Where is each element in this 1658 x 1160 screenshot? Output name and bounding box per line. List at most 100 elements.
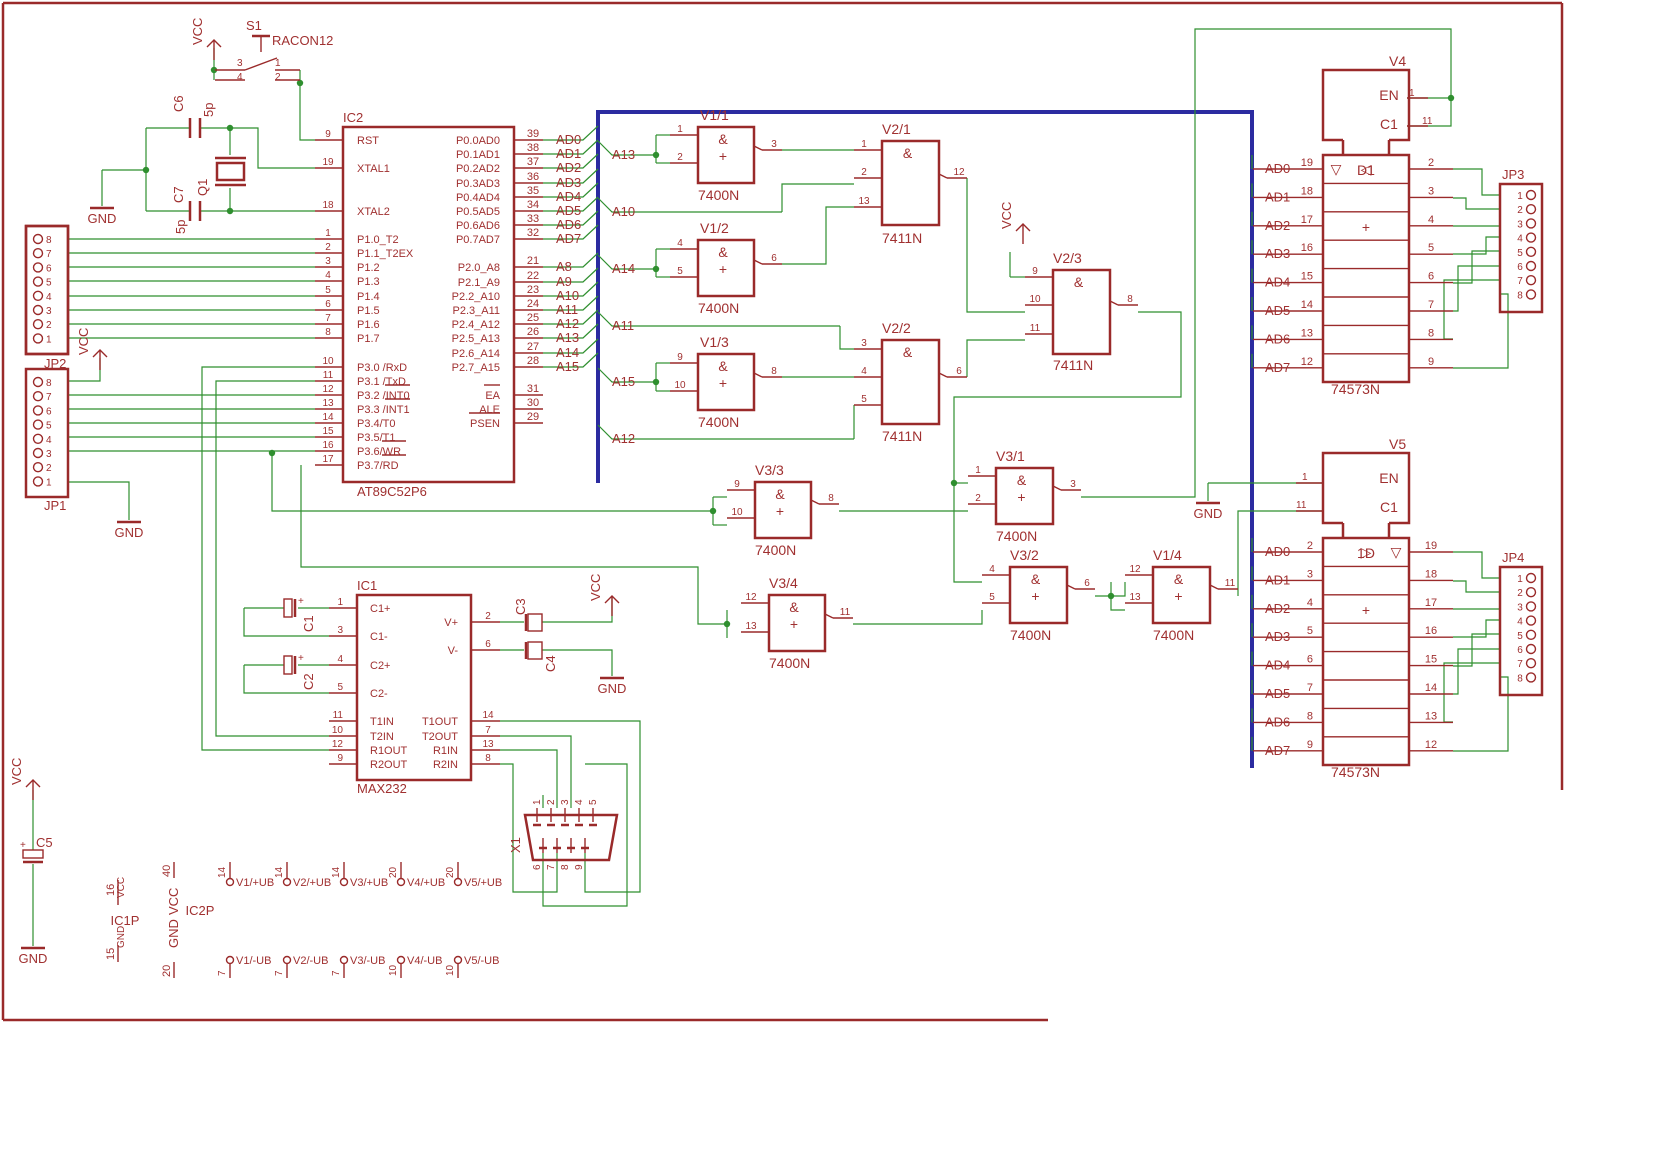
q1-body — [215, 161, 246, 182]
c1-body — [283, 598, 293, 618]
ic2-pin-label: P3.4/T0 — [357, 418, 396, 430]
v4-c1-pin-number: 11 — [1422, 116, 1433, 127]
wire — [543, 309, 599, 325]
ic2-pin-number: 38 — [527, 142, 539, 154]
jp4-pin — [1525, 672, 1537, 683]
bus-net-label: A10 — [612, 204, 635, 219]
s1-blade — [244, 57, 278, 71]
wire — [543, 281, 599, 297]
ic2-pin-label: P1.7 — [357, 333, 380, 345]
latch-v4-out-number: 7 — [1428, 299, 1434, 311]
jp2-pin — [32, 447, 44, 459]
gate-v2-3-in-number: 9 — [1032, 266, 1038, 277]
c7-name: C7 — [171, 186, 186, 203]
junction — [723, 620, 731, 628]
wire — [1081, 28, 1452, 498]
gate-v1-1-out-number: 3 — [771, 139, 777, 150]
latch-v5-in-net: AD0 — [1265, 544, 1290, 559]
ic2-net-label: AD4 — [556, 189, 581, 204]
supply-minus-pin: 10 — [445, 964, 456, 976]
wire — [597, 311, 840, 327]
wire — [271, 453, 713, 512]
gate-v1-1-in-number: 2 — [677, 152, 683, 163]
ic2-pin-label: P2.0_A8 — [458, 262, 500, 274]
latch-v5-in-net: AD5 — [1265, 686, 1290, 701]
ic2-net-label: AD3 — [556, 175, 581, 190]
ic2-pin-number: 18 — [322, 200, 334, 211]
ic2-pin-label: P3.2 /INT0 — [357, 390, 410, 402]
ic2-net-label: AD7 — [556, 231, 581, 246]
latch-v5-name: V5 — [1389, 436, 1406, 452]
wire — [1453, 168, 1500, 196]
ic2-pin-label: P0.1AD1 — [456, 149, 500, 161]
ic2p-pin: 20 — [161, 965, 173, 977]
wire — [953, 311, 1182, 583]
ic2-pin-number: 14 — [322, 412, 334, 423]
latch-v4-out-number: 6 — [1428, 271, 1434, 283]
ic2-pin-number: 17 — [322, 454, 334, 465]
ic2-pin-number: 13 — [322, 398, 334, 409]
gate-v1-1-plus: + — [719, 148, 727, 164]
supply-plus-label: V4/+UB — [407, 877, 445, 889]
gate-v3-3-plus: + — [776, 503, 784, 519]
ic1-pin-label: V- — [448, 645, 459, 657]
supply-plus-pad — [339, 877, 349, 887]
wire — [543, 323, 599, 339]
jp2-pin-number: 8 — [46, 378, 52, 389]
latch-v4-control-box — [1321, 68, 1411, 142]
ic2-net-label: A14 — [556, 345, 579, 360]
jp4-pin-number: 2 — [1517, 588, 1523, 599]
jp3-pin-number: 5 — [1517, 248, 1523, 259]
vcc-arrow — [206, 39, 222, 48]
supply-minus-label: V4/-UB — [407, 955, 442, 967]
jp3-pin-number: 6 — [1517, 262, 1523, 273]
ic2-pin-number: 21 — [527, 255, 539, 267]
jp4-pin — [1525, 643, 1537, 655]
ic2-pin-number: 19 — [322, 157, 334, 168]
jp1-pin — [32, 333, 44, 344]
latch-v4-out-number: 5 — [1428, 242, 1434, 254]
latch-v4-in-net: AD1 — [1265, 189, 1290, 204]
junction — [652, 151, 660, 159]
jp1-pin — [32, 247, 44, 259]
supply-minus-pad — [396, 955, 406, 965]
jp2-pin-number: 1 — [46, 477, 52, 488]
supply-minus-label: V5/-UB — [464, 955, 499, 967]
c1-polarity: + — [298, 596, 304, 607]
latch-v5-in-net: AD3 — [1265, 629, 1290, 644]
vcc-arrow — [92, 349, 108, 358]
jp3-pin — [1525, 275, 1537, 286]
wire — [1237, 510, 1323, 596]
ic2-net-label: A11 — [556, 302, 578, 317]
ic2-pin-number: 24 — [527, 298, 539, 310]
latch-v4-out-number: 3 — [1428, 185, 1434, 197]
c6-value: 5p — [201, 103, 216, 117]
ic2-pin-label: P1.5 — [357, 305, 380, 317]
q1-name: Q1 — [195, 179, 210, 196]
wire — [1453, 250, 1500, 284]
wire — [215, 380, 329, 737]
x1-pin-number: 9 — [574, 864, 585, 870]
gate-v3-1-type: 7400N — [996, 528, 1037, 544]
wire — [1443, 662, 1500, 723]
gate-v1-2-plus: + — [719, 261, 727, 277]
supply-minus-label: V1/-UB — [236, 955, 271, 967]
ic2-net-label: AD0 — [556, 132, 581, 147]
jp2-pin-number: 5 — [46, 421, 52, 432]
jp4-pin — [1525, 572, 1537, 584]
gate-v1-3-plus: + — [719, 375, 727, 391]
gate-v3-2-in-number: 5 — [989, 592, 995, 603]
ic1p-vcc: VCC — [116, 877, 127, 898]
jp3-pin — [1525, 232, 1537, 243]
ic2-pin-label: P1.4 — [357, 291, 380, 303]
v5-en-pin-number: 1 — [1302, 472, 1308, 483]
x1-pin-number: 5 — [588, 799, 599, 805]
latch-v4-in-net: AD5 — [1265, 303, 1290, 318]
junction — [652, 378, 660, 386]
jp1-pin — [32, 304, 44, 316]
wire — [1453, 197, 1500, 210]
wire — [853, 610, 983, 625]
jp3-name: JP3 — [1502, 167, 1524, 182]
wire — [543, 338, 599, 354]
